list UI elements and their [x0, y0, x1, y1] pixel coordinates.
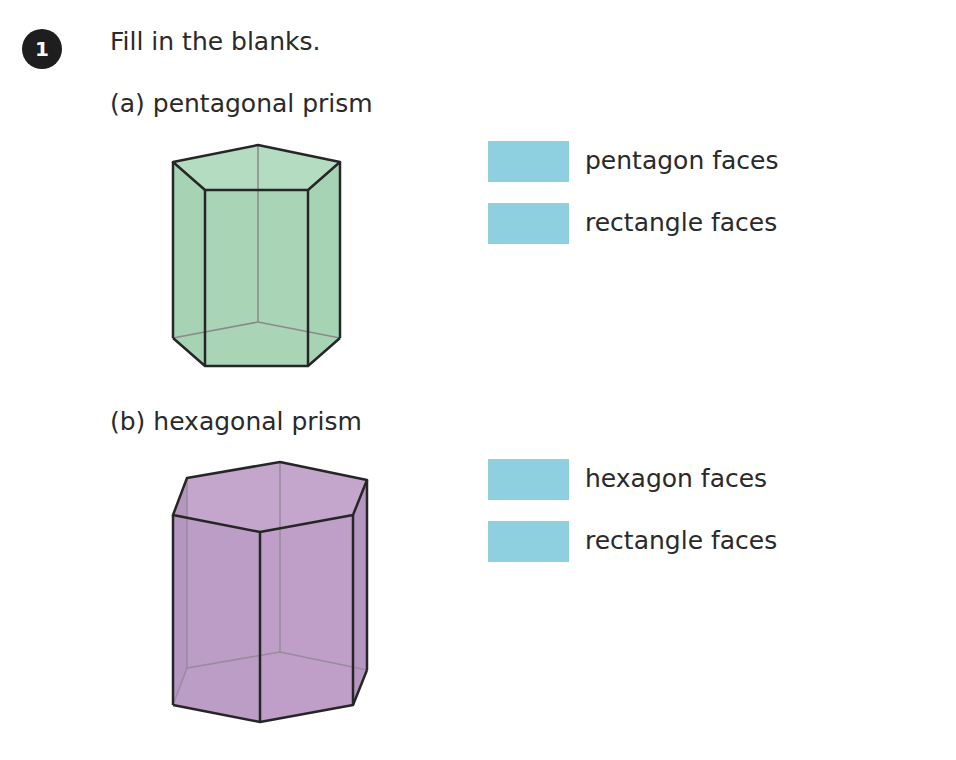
- answer-label: pentagon faces: [585, 146, 778, 176]
- part-heading: (a) pentagonal prism: [110, 89, 373, 119]
- step-number-circle: 1: [22, 29, 62, 69]
- part-heading: (b) hexagonal prism: [110, 407, 362, 437]
- hexagonal-prism: [173, 462, 367, 722]
- answer-boxes: [488, 141, 569, 562]
- answer-box: [488, 141, 569, 182]
- answer-label: rectangle faces: [585, 208, 777, 238]
- answer-box: [488, 203, 569, 244]
- instruction: Fill in the blanks.: [110, 27, 321, 57]
- answer-box: [488, 521, 569, 562]
- pentagonal-prism: [173, 145, 340, 366]
- answer-box: [488, 459, 569, 500]
- answer-label: hexagon faces: [585, 464, 767, 494]
- answer-label: rectangle faces: [585, 526, 777, 556]
- step-number: 1: [35, 37, 49, 61]
